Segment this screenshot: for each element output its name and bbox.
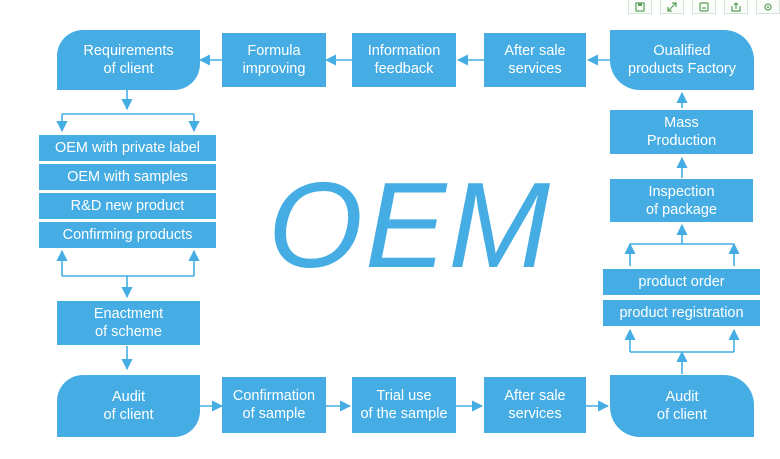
save-tool[interactable] bbox=[628, 0, 652, 14]
download-tool[interactable] bbox=[692, 0, 716, 14]
node-requirements-of-client: Requirements of client bbox=[57, 30, 200, 90]
node-information-feedback: Information feedback bbox=[352, 33, 456, 87]
node-trial-use-of-sample: Trial use of the sample bbox=[352, 377, 456, 433]
save-icon bbox=[635, 1, 645, 12]
node-enactment-of-scheme: Enactment of scheme bbox=[57, 301, 200, 345]
node-product-order: product order bbox=[603, 269, 760, 295]
expand-tool[interactable] bbox=[660, 0, 684, 14]
download-icon bbox=[699, 1, 709, 12]
image-toolbar bbox=[610, 0, 780, 14]
node-audit-of-client-right: Audit of client bbox=[610, 375, 754, 437]
node-product-registration: product registration bbox=[603, 300, 760, 326]
settings-icon bbox=[764, 2, 772, 11]
oem-title: OEM bbox=[268, 157, 552, 293]
expand-icon bbox=[667, 1, 677, 12]
node-after-sale-services-top: After sale services bbox=[484, 33, 586, 87]
share-icon bbox=[731, 1, 741, 12]
node-qualified-products-factory: Oualified products Factory bbox=[610, 30, 754, 90]
node-oem-with-samples: OEM with samples bbox=[39, 164, 216, 190]
node-mass-production: Mass Production bbox=[610, 110, 753, 154]
node-audit-of-client-left: Audit of client bbox=[57, 375, 200, 437]
node-after-sale-services-bottom: After sale services bbox=[484, 377, 586, 433]
node-oem-private-label: OEM with private label bbox=[39, 135, 216, 161]
node-rd-new-product: R&D new product bbox=[39, 193, 216, 219]
node-confirming-products: Confirming products bbox=[39, 222, 216, 248]
node-inspection-of-package: Inspection of package bbox=[610, 179, 753, 222]
node-formula-improving: Formula improving bbox=[222, 33, 326, 87]
settings-tool[interactable] bbox=[756, 0, 780, 14]
share-tool[interactable] bbox=[724, 0, 748, 14]
node-confirmation-of-sample: Confirmation of sample bbox=[222, 377, 326, 433]
